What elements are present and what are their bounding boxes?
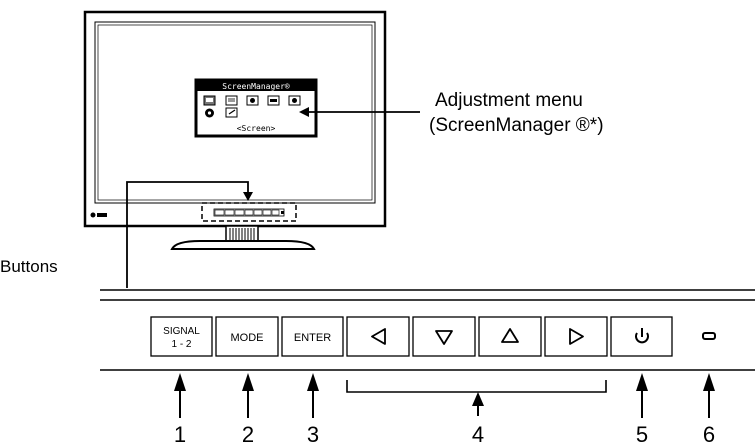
signal-button-sublabel: 1 - 2 [171,339,191,350]
left-triangle-icon [371,328,386,345]
monitor-stand-base [170,240,316,250]
left-button[interactable] [346,316,410,357]
right-button[interactable] [544,316,608,357]
number-6: 6 [703,422,715,447]
signal-button[interactable]: SIGNAL 1 - 2 [150,316,213,357]
monitor-button-strip [213,208,285,217]
arrow-2 [242,373,254,391]
down-button[interactable] [412,316,476,357]
number-4: 4 [472,422,484,447]
osd-title: ScreenManager® [222,82,290,91]
signal-button-label: SIGNAL [163,326,200,337]
osd-title-bar [196,80,316,91]
up-button[interactable] [478,316,542,357]
brand-logo-icon [90,212,96,218]
arrow-3 [307,373,319,391]
mode-button[interactable]: MODE [215,316,279,357]
monitor-illustration [83,10,387,250]
buttons-label: Buttons [0,257,58,276]
power-button[interactable] [610,316,673,357]
arrow-6 [703,373,715,391]
number-1: 1 [174,422,186,447]
buttons-leader-arrowhead [243,192,253,201]
enter-button-label: ENTER [294,332,331,344]
up-triangle-icon [501,328,519,343]
osd-callout-arrowhead [299,107,309,117]
number-3: 3 [307,422,319,447]
osd-footer: <Screen> [237,124,276,133]
power-indicator-led [702,332,716,340]
arrow-keys-bracket [346,380,607,393]
arrow-4 [472,392,484,406]
screenmanager-label: (ScreenManager ®*) [429,115,604,136]
enter-button[interactable]: ENTER [281,316,344,357]
mode-button-label: MODE [231,332,264,344]
number-2: 2 [242,422,254,447]
adjustment-menu-label: Adjustment menu [435,90,583,111]
screenmanager-osd: ScreenManager® <Screen> [194,78,318,138]
down-triangle-icon [435,330,453,345]
number-5: 5 [636,422,648,447]
arrow-5 [636,373,648,391]
power-icon [635,328,649,344]
right-triangle-icon [569,328,584,345]
buttons-leader-line [126,181,249,288]
arrow-1 [174,373,186,391]
